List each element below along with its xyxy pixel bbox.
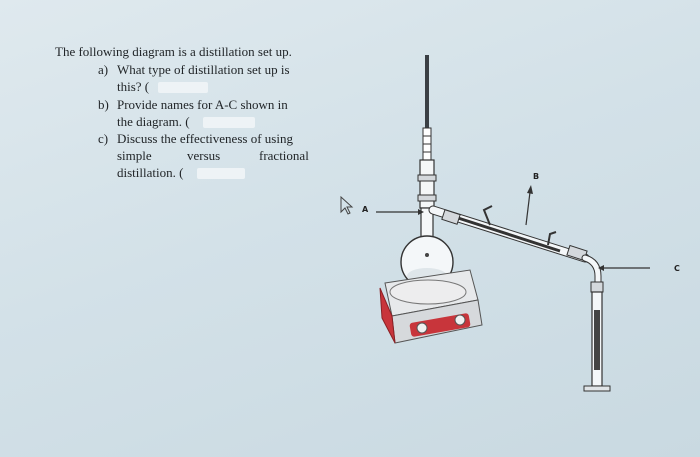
hot-plate: [379, 269, 483, 344]
receiver-adapter: [581, 254, 602, 286]
part-b-line2: the diagram. (: [117, 114, 190, 129]
part-c-word-simple: simple: [117, 148, 152, 163]
diagram-label-b: B: [533, 172, 540, 181]
mouse-cursor-icon: [340, 195, 354, 215]
diagram-label-c: C: [674, 264, 680, 273]
part-c-word-fractional: fractional: [259, 148, 309, 163]
part-a-line1: What type of distillation set up is: [117, 62, 290, 77]
graduated-cylinder: [583, 281, 611, 392]
label-arrows: [376, 185, 650, 271]
part-b-marker: b): [98, 97, 109, 112]
thermometer: [422, 55, 432, 175]
part-a-marker: a): [98, 62, 109, 77]
part-c-line1: Discuss the effectiveness of using: [117, 131, 293, 146]
question-intro: The following diagram is a distillation …: [55, 44, 292, 59]
condenser: [428, 205, 590, 263]
redaction-b: [203, 117, 255, 128]
part-c-word-versus: versus: [187, 148, 221, 163]
redaction-c: [197, 168, 245, 179]
part-b-line1: Provide names for A-C shown in: [117, 97, 288, 112]
part-c-marker: c): [98, 131, 109, 146]
part-a-line2: this? (: [117, 79, 150, 94]
diagram-label-a: A: [362, 205, 369, 214]
redaction-a: [158, 82, 208, 93]
still-head: [417, 159, 437, 239]
part-c-line3: distillation. (: [117, 165, 184, 180]
